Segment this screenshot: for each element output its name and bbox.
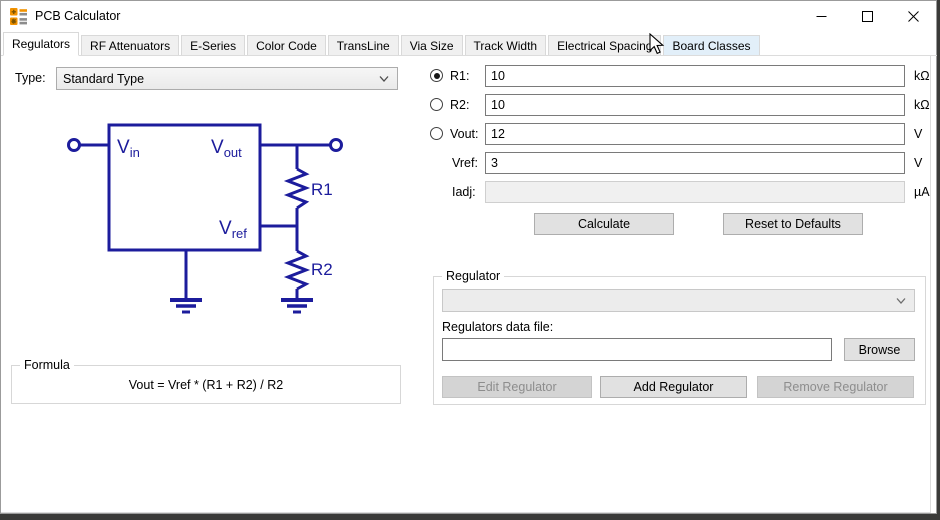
tab-track-width[interactable]: Track Width [464, 35, 547, 56]
tab-label: Board Classes [672, 39, 751, 53]
minimize-icon [816, 16, 826, 17]
iadj-unit: µA [914, 185, 930, 199]
window-title: PCB Calculator [35, 9, 121, 23]
tab-via-size[interactable]: Via Size [400, 35, 463, 56]
resistor-r2-symbol [283, 249, 311, 291]
close-button[interactable] [890, 1, 936, 32]
tab-label: E-Series [190, 39, 237, 53]
maximize-icon [861, 11, 873, 22]
formula-group-label: Formula [20, 358, 74, 372]
type-combobox-value: Standard Type [63, 71, 145, 86]
r1-radio[interactable] [430, 69, 443, 82]
notebook-border-right [930, 56, 931, 512]
data-file-input[interactable] [442, 338, 832, 361]
tab-transline[interactable]: TransLine [327, 35, 399, 56]
remove-regulator-button: Remove Regulator [757, 376, 914, 398]
tab-bar: Regulators RF Attenuators E-Series Color… [3, 32, 762, 56]
r2-unit: kΩ [914, 98, 930, 112]
r1-label: R1: [450, 69, 470, 83]
r1-unit: kΩ [914, 69, 930, 83]
tab-e-series[interactable]: E-Series [181, 35, 246, 56]
formula-text: Vout = Vref * (R1 + R2) / R2 [128, 377, 284, 392]
ground-symbol [281, 298, 313, 314]
calculate-button[interactable]: Calculate [534, 213, 674, 235]
maximize-button[interactable] [844, 1, 890, 32]
chevron-down-icon [379, 75, 389, 82]
tab-rf-attenuators[interactable]: RF Attenuators [81, 35, 180, 56]
param-row-iadj: Iadj: µA [1, 181, 936, 203]
resistor-r1-symbol [283, 167, 311, 210]
tab-label: Regulators [12, 37, 71, 51]
param-row-vref: Vref: V [1, 152, 936, 174]
param-row-r2: R2: kΩ [1, 94, 936, 116]
vref-label: Vref [219, 218, 247, 241]
r1-label: R1 [311, 180, 333, 199]
regulator-groupbox: Regulator Regulators data file: Browse E… [433, 269, 926, 405]
vref-unit: V [914, 156, 923, 170]
tab-color-code[interactable]: Color Code [247, 35, 326, 56]
vout-radio[interactable] [430, 127, 443, 140]
iadj-label: Iadj: [452, 185, 476, 199]
iadj-input [485, 181, 905, 203]
title-bar: PCB Calculator [1, 1, 936, 32]
edit-regulator-button: Edit Regulator [442, 376, 592, 398]
vout-label: Vout: [450, 127, 479, 141]
vref-label: Vref: [452, 156, 478, 170]
regulator-combobox[interactable] [442, 289, 915, 312]
regulator-circuit-diagram: Vin Vout Vref R1 R2 [67, 123, 343, 314]
r2-radio[interactable] [430, 98, 443, 111]
tab-label: RF Attenuators [90, 39, 171, 53]
type-label: Type: [15, 71, 46, 85]
app-calculator-icon [10, 8, 27, 25]
vout-label: Vout [211, 137, 242, 160]
browse-button[interactable]: Browse [844, 338, 915, 361]
notebook-border-bottom [1, 512, 931, 513]
r2-label: R2 [311, 260, 333, 279]
type-combobox[interactable]: Standard Type [56, 67, 398, 90]
mouse-cursor [649, 33, 665, 55]
regulator-group-label: Regulator [442, 269, 505, 283]
tab-label: Color Code [256, 39, 317, 53]
chevron-down-icon [896, 297, 906, 304]
reset-defaults-button[interactable]: Reset to Defaults [723, 213, 863, 235]
data-file-label: Regulators data file: [442, 320, 554, 334]
vout-input[interactable] [485, 123, 905, 145]
minimize-button[interactable] [798, 1, 844, 32]
output-terminal [329, 138, 343, 152]
notebook-border-top [1, 55, 937, 56]
formula-groupbox: Formula Vout = Vref * (R1 + R2) / R2 [11, 358, 401, 404]
vref-input[interactable] [485, 152, 905, 174]
vin-label: Vin [117, 137, 140, 160]
tab-label: Track Width [473, 39, 538, 53]
tab-regulators[interactable]: Regulators [3, 32, 80, 56]
tab-label: Via Size [409, 39, 454, 53]
tab-board-classes[interactable]: Board Classes [663, 35, 760, 56]
vout-unit: V [914, 127, 923, 141]
input-terminal [67, 138, 81, 152]
r2-label: R2: [450, 98, 470, 112]
close-icon [907, 11, 919, 22]
tab-electrical-spacing[interactable]: Electrical Spacing [548, 35, 662, 56]
tab-label: TransLine [336, 39, 390, 53]
ground-symbol [170, 298, 202, 314]
r1-input[interactable] [485, 65, 905, 87]
r2-input[interactable] [485, 94, 905, 116]
tab-label: Electrical Spacing [557, 39, 653, 53]
param-row-r1: R1: kΩ [1, 65, 936, 87]
add-regulator-button[interactable]: Add Regulator [600, 376, 747, 398]
param-row-vout: Vout: V [1, 123, 936, 145]
